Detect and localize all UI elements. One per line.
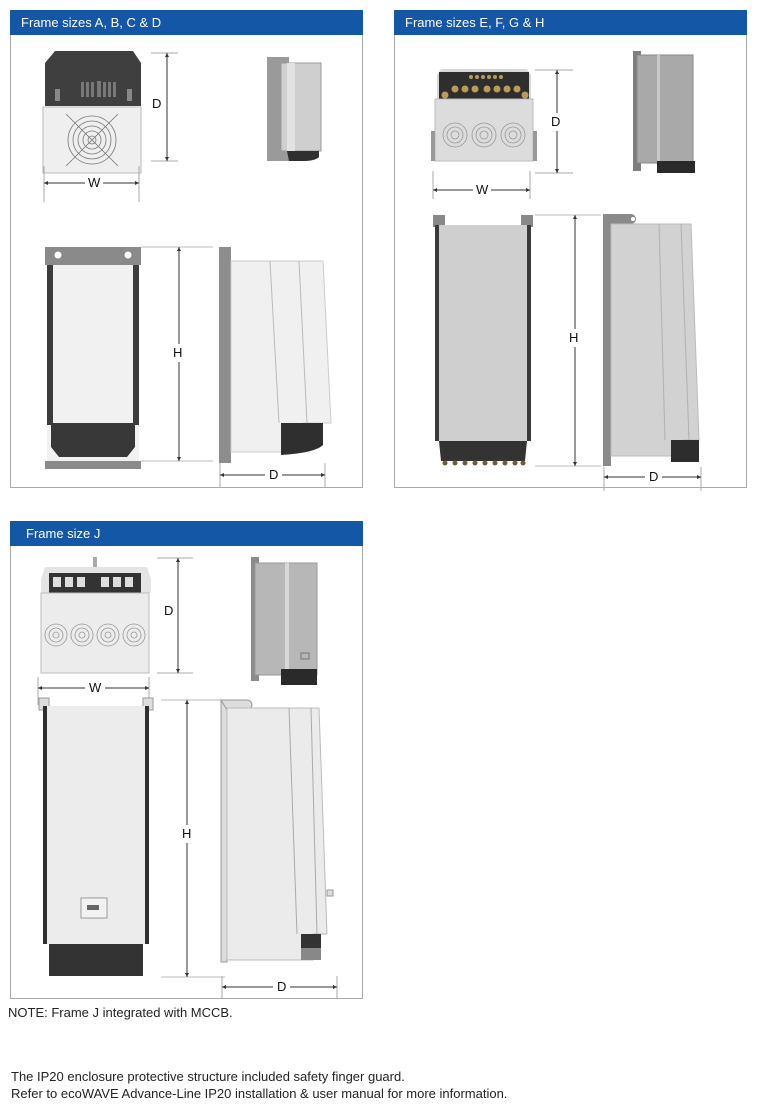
depth-label: D [551,113,561,131]
width-label: W [85,176,104,190]
height-label: H [569,329,579,347]
width-label: W [85,681,106,695]
panel-title: Frame sizes E, F, G & H [394,10,747,35]
side-view-small [251,557,318,685]
panel-frame-abcd: Frame sizes A, B, C & D D W [10,10,363,488]
top-view-drawing [431,69,537,162]
side-view-small [267,57,322,161]
side-depth-label: D [273,980,291,994]
front-view-drawing [433,215,533,466]
frame-j-note: NOTE: Frame J integrated with MCCB. [8,1005,233,1020]
ip20-note-line-1: The IP20 enclosure protective structure … [11,1069,405,1084]
ip20-note-line-2: Refer to ecoWAVE Advance-Line IP20 insta… [11,1086,508,1101]
side-view-drawing [603,214,700,466]
depth-label: D [164,602,174,620]
panel-frame-efgh: Frame sizes E, F, G & H D W [394,10,747,491]
side-depth-label: D [265,468,283,482]
depth-dimension-line [157,557,193,674]
panel-title: Frame sizes A, B, C & D [10,10,363,35]
depth-label: D [152,96,162,111]
side-depth-label: D [645,470,663,484]
depth-dimension-line [151,52,178,162]
top-view-drawing [40,557,151,674]
side-view-drawing [219,247,332,463]
top-view-drawing [42,51,142,174]
side-view-drawing [220,699,334,963]
width-label: W [473,183,492,197]
front-view-drawing [38,697,154,976]
front-view-drawing [45,247,141,469]
panel-frame-j: Frame size J D W [10,521,363,999]
side-view-small [633,51,695,173]
panel-title: Frame size J [10,521,363,546]
height-label: H [173,344,183,362]
height-label: H [182,825,192,843]
